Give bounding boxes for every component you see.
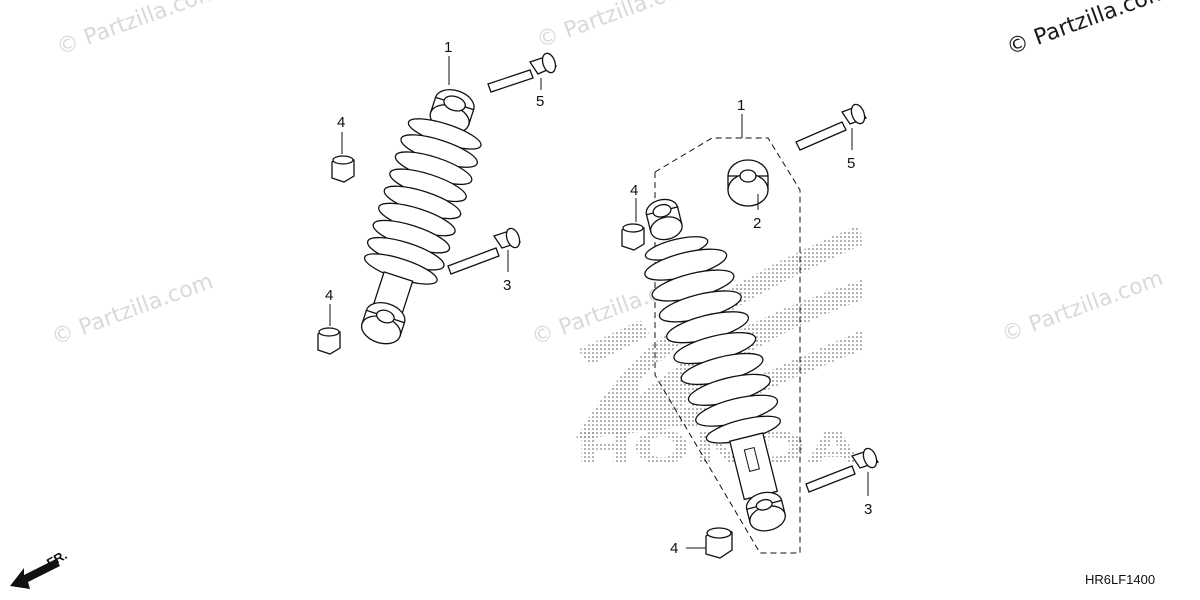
assembly-outline [654,137,801,554]
callout-right-bolt-bottom: 3 [864,501,872,518]
callout-right-shock: 1 [737,97,745,114]
callout-left-nut-bottom: 4 [325,287,333,304]
left-leader-lines [329,56,542,326]
watermarks: © Partzilla.com © Partzilla.com © Partzi… [49,0,1172,351]
callout-left-nut-top: 4 [337,114,345,131]
right-bushing [727,159,769,207]
callout-right-bolt-top: 5 [847,155,855,172]
left-spring [363,118,482,285]
left-bottom-bolt [447,227,522,275]
right-shock-absorber [644,198,786,532]
diagram-code: HR6LF1400 [1085,572,1155,587]
callout-right-nut-bottom: 4 [670,540,678,557]
left-top-nut [331,155,355,183]
arrow-left-icon [10,559,60,589]
watermark-text-top-right: © Partzilla.com [1004,0,1172,61]
callout-right-bushing: 2 [753,215,761,232]
watermark-text: © Partzilla.com [49,269,217,351]
left-bottom-nut [317,327,341,355]
right-top-bolt [795,103,867,151]
watermark-text: © Partzilla.com [534,0,702,54]
right-bottom-nut [705,527,733,559]
left-top-bolt [487,52,558,93]
callout-left-bolt-top: 5 [536,93,544,110]
left-shock-absorber [360,89,482,345]
callout-right-nut-top: 4 [630,182,638,199]
watermark-text: © Partzilla.com [999,266,1167,348]
right-spring [644,248,781,444]
callout-left-bolt-bottom: 3 [503,277,511,294]
callout-left-shock: 1 [444,39,452,56]
watermark-text: © Partzilla.com [54,0,222,61]
right-leader-lines [635,114,869,549]
right-bottom-bolt [805,447,880,493]
right-top-nut [621,223,645,251]
